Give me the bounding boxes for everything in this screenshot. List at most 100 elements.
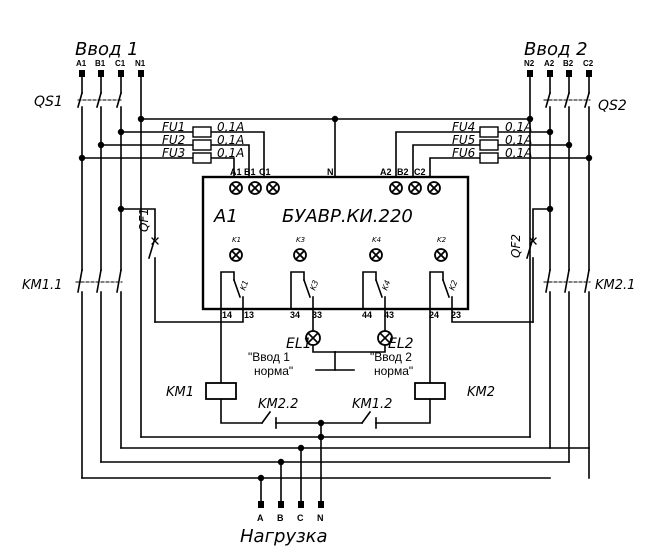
unit-ref: A1	[213, 206, 238, 227]
input1-terminal-n1: N1	[135, 59, 146, 68]
unit-terminal-c1: C1	[259, 167, 271, 177]
relay-contact-tags: K1 K3 K4 K2	[238, 279, 459, 292]
input2-terminal-c2: C2	[583, 59, 594, 68]
terminal-44: 44	[362, 310, 372, 320]
load-terminal-c: C	[297, 513, 304, 523]
qf2-label: QF2	[509, 234, 523, 258]
km2-1-contacts	[543, 269, 591, 293]
el2-ref: EL2	[388, 336, 414, 352]
coil-wiring	[220, 308, 431, 438]
input2-terminal-b2: B2	[563, 59, 574, 68]
relay-label-k2: K2	[437, 236, 447, 244]
control-supply-wires	[154, 308, 534, 323]
input2-terminal-labels: N2 A2 B2 C2	[524, 59, 594, 68]
unit-terminal-a2: A2	[380, 167, 392, 177]
terminal-14: 14	[222, 310, 232, 320]
qs2-switch	[543, 92, 591, 108]
terminal-24: 24	[429, 310, 439, 320]
unit-terminal-n: N	[327, 167, 334, 177]
lamp-el2	[377, 330, 393, 346]
km1-1-label: KM1.1	[22, 278, 62, 293]
fu5-rating: 0,1A	[505, 133, 532, 147]
el1-caption-line1: "Ввод 1	[248, 350, 290, 364]
unit-terminal-b2: B2	[397, 167, 409, 177]
qs1-switch	[77, 92, 123, 108]
fu3-label: FU3	[162, 146, 185, 160]
fuse-block-right	[479, 126, 499, 164]
el2-caption-line2: норма"	[374, 364, 413, 378]
fuse-block-left	[192, 126, 212, 164]
fuse-fu3	[192, 152, 212, 164]
input1-terminal-labels: A1 B1 C1 N1	[76, 59, 146, 68]
fu1-rating: 0,1A	[217, 120, 244, 134]
fu3-rating: 0,1A	[217, 146, 244, 160]
input1-terminal-a1: A1	[76, 59, 87, 68]
input2-terminal-blocks	[527, 70, 592, 77]
km2-2-label: KM2.2	[258, 397, 298, 412]
fuse-fu2	[192, 139, 212, 151]
right-fuse-wiring	[395, 128, 593, 178]
unit-box	[201, 175, 470, 311]
fu2-rating: 0,1A	[217, 133, 244, 147]
qs2-label: QS2	[598, 98, 627, 114]
contact-tag-k1: K1	[238, 279, 250, 292]
fuse-fu5	[479, 139, 499, 151]
input1-phase-wires	[81, 76, 122, 479]
load-terminal-n: N	[317, 513, 324, 523]
fu6-rating: 0,1A	[505, 146, 532, 160]
unit-terminal-c2: C2	[414, 167, 426, 177]
input2-terminal-n2: N2	[524, 59, 535, 68]
input1-terminal-blocks	[79, 70, 144, 77]
load-terminal-b: B	[277, 513, 284, 523]
terminal-13: 13	[244, 310, 254, 320]
load-terminal-labels: A B C N	[257, 513, 324, 523]
load-title: Нагрузка	[240, 526, 328, 547]
terminal-33: 33	[312, 310, 322, 320]
load-bus	[81, 433, 590, 506]
fuse-right-labels: FU4 0,1A FU5 0,1A FU6 0,1A	[452, 120, 532, 160]
fu1-label: FU1	[162, 120, 185, 134]
terminal-34: 34	[290, 310, 300, 320]
km1-coil-label: KM1	[166, 385, 194, 400]
fu5-label: FU5	[452, 133, 475, 147]
interlock-km2-2	[260, 410, 277, 429]
phase-indicators-input2	[389, 181, 441, 195]
input2-phase-wires	[549, 76, 590, 479]
km1-2-label: KM1.2	[352, 397, 392, 412]
input1-terminal-b1: B1	[95, 59, 106, 68]
relay-indicators: K1 K3 K4 K2	[229, 236, 448, 262]
qf2-breaker	[526, 205, 554, 323]
el1-caption-line2: норма"	[254, 364, 293, 378]
input2-title: Ввод 2	[524, 39, 588, 60]
left-fuse-wiring	[78, 128, 265, 178]
relay-label-k3: K3	[296, 236, 305, 244]
load-terminal-a: A	[257, 513, 264, 523]
relay-contacts	[220, 271, 453, 310]
km1-1-contacts	[75, 269, 123, 293]
fu2-label: FU2	[162, 133, 185, 147]
relay-label-k4: K4	[372, 236, 381, 244]
input2-terminal-a2: A2	[544, 59, 555, 68]
lamp-el1	[305, 330, 321, 346]
unit-terminal-a1: A1	[230, 167, 242, 177]
load-terminal-blocks	[258, 501, 324, 508]
coil-km1	[205, 382, 237, 400]
contact-tag-k2: K2	[447, 279, 459, 292]
contact-tag-k4: K4	[380, 279, 392, 292]
fuse-fu1	[192, 126, 212, 138]
unit-top-terminal-labels: A1 B1 C1 N A2 B2 C2	[230, 167, 426, 177]
fuse-fu6	[479, 152, 499, 164]
fu4-rating: 0,1A	[505, 120, 532, 134]
input1-terminal-c1: C1	[115, 59, 126, 68]
el1-ref: EL1	[286, 336, 312, 352]
qf1-label: QF1	[137, 208, 151, 232]
fuse-fu4	[479, 126, 499, 138]
neutral-bus	[137, 115, 534, 178]
km2-coil-label: KM2	[467, 385, 495, 400]
unit-bottom-terminal-labels: 14 13 34 33 44 43 24 23	[222, 310, 461, 320]
el2-caption-line1: "Ввод 2	[370, 350, 412, 364]
relay-label-k1: K1	[232, 236, 241, 244]
contact-tag-k3: K3	[308, 279, 320, 292]
qf1-breaker	[117, 205, 159, 323]
unit-name: БУАВР.КИ.220	[282, 206, 413, 227]
